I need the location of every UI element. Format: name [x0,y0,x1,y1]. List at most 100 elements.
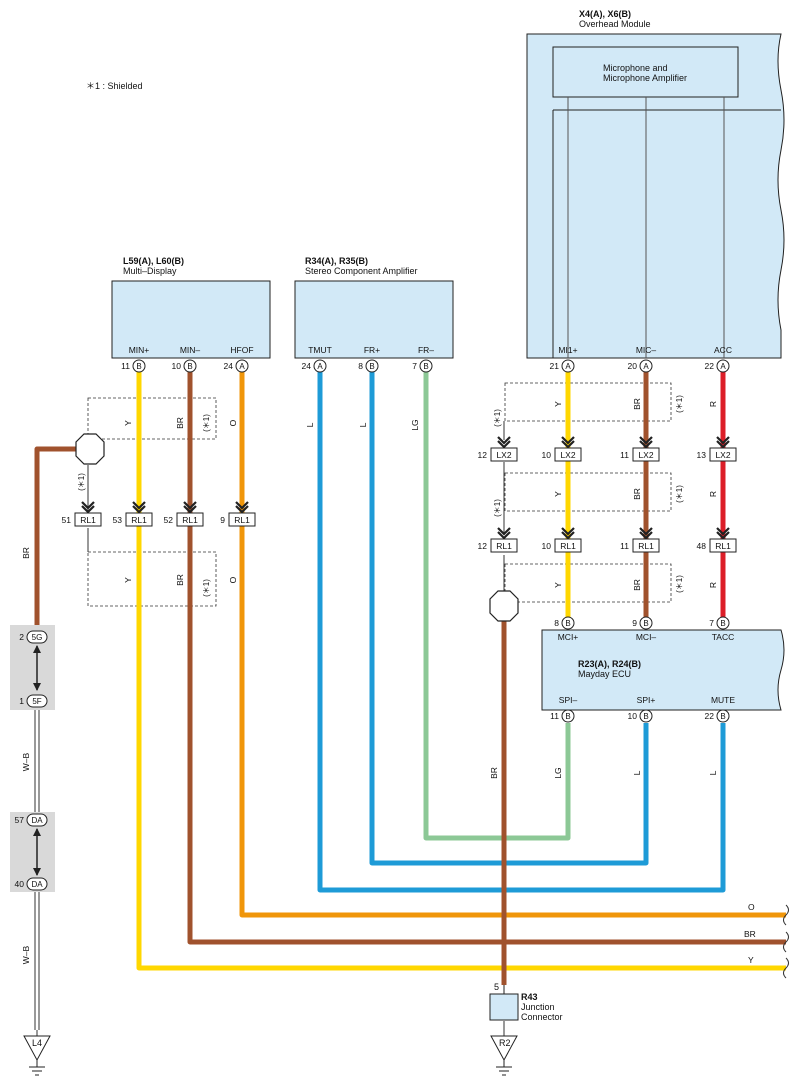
connector-number: 12 [478,450,488,460]
pin-circle [716,359,730,373]
connector-name: RL1 [638,541,654,551]
overhead-pin-1: A 20 MIC– [628,345,657,373]
connector-number: 11 [620,541,629,551]
pin-connector-letter: A [239,362,245,371]
mayday-ecu-module: R23(A), R24(B) Mayday ECU [541,629,785,711]
chevron-icon [639,527,653,540]
wire-label-o-5: O [228,576,238,583]
pin-number: 8 [358,361,363,371]
connector-number: 10 [542,450,552,460]
connector-name: RL1 [80,515,96,525]
pin-name: MIN+ [129,345,150,355]
joint-number: 40 [15,879,25,889]
mayday-ecu-code: R23(A), R24(B) [578,659,641,669]
ground-l4-label: L4 [32,1038,42,1048]
junction-name-2: Connector [521,1012,563,1022]
wire-label-l-23: L [708,770,718,775]
pin-name: MUTE [711,695,735,705]
shield-boxes [87,382,672,607]
pin-group: B11MIN+B10MIN–A24HFOFA24TMUTB8FR+B7FR–A2… [121,345,735,723]
multi-display-module: L59(A), L60(B) Multi–Display [111,256,271,359]
pin-number: 20 [628,361,638,371]
pin-circle [561,616,575,630]
overhead-module-code: X4(A), X6(B) [579,9,631,19]
connector-box [125,512,153,527]
wire-break-marks [783,904,789,979]
pin-circle [365,359,379,373]
pin-name: MIC– [636,345,657,355]
pin-name: SPI– [559,695,578,705]
wire-label-lg-21: LG [553,767,563,778]
overhead-module-name: Overhead Module [579,19,651,29]
pin-name: HFOF [230,345,253,355]
junction-code: R43 [521,992,538,1002]
wire-label-br-24: BR [489,767,499,779]
joint-number: 2 [19,632,24,642]
pin-name: TMUT [308,345,332,355]
pin-name: FR– [418,345,434,355]
wire-l-tmut [317,371,726,893]
joint-connector-1: 5F1 [19,694,48,708]
pin-number: 24 [224,361,234,371]
connector-box [490,538,518,553]
pin-connector-letter: B [565,712,570,721]
junction-connector-box [489,993,519,1021]
pin-circle [639,709,653,723]
pin-circle [561,709,575,723]
wire-o-hfof [239,371,786,918]
wire-label-wb-20: W–B [21,945,31,964]
wire-label-y-3: Y [123,577,133,583]
connector-name: RL1 [182,515,198,525]
connector-box [709,447,737,462]
pin-number: 24 [302,361,312,371]
connector-name: RL1 [560,541,576,551]
pin-number: 10 [628,711,638,721]
mic-amplifier-box [552,46,739,98]
connector-box [632,447,660,462]
shield-label-0: (＊1) [202,414,211,432]
wire-label-o-2: O [228,419,238,426]
wire-label-y-15: Y [553,582,563,588]
pin-connector-letter: A [565,362,571,371]
chevron-icon [235,501,249,514]
pin-connector-letter: B [643,712,648,721]
connector-name: RL1 [715,541,731,551]
overhead-module: X4(A), X6(B) Overhead Module Microphone … [526,9,785,359]
connector-box [228,512,256,527]
joint-pill [26,694,48,708]
pin-circle [235,359,249,373]
pin-number: 9 [632,618,637,628]
pin-circle [716,709,730,723]
pin-name: FR+ [364,345,380,355]
connector-name: RL1 [496,541,512,551]
joint-name: 5G [32,633,43,642]
pin-number: 10 [172,361,182,371]
joint-pill [26,877,48,891]
chevron-icon [561,436,575,449]
pin-circle [419,359,433,373]
pin-connector-letter: A [643,362,649,371]
connector-number: 13 [697,450,707,460]
shield-octagon-left [75,433,105,465]
stereo-pin-0: A 24 TMUT [302,345,332,373]
connector-name: LX2 [638,450,653,460]
stereo-amp-name: Stereo Component Amplifier [305,266,418,276]
pin-connector-letter: A [317,362,323,371]
wire-label-br-18: BR [21,547,31,559]
connector-number: 53 [113,515,123,525]
connector-box [176,512,204,527]
shield-label-drain-left: (＊1) [77,473,86,491]
pin-name: MCI– [636,632,657,642]
wire-label-r-11: R [708,401,718,407]
wire-label-br-4: BR [175,574,185,586]
